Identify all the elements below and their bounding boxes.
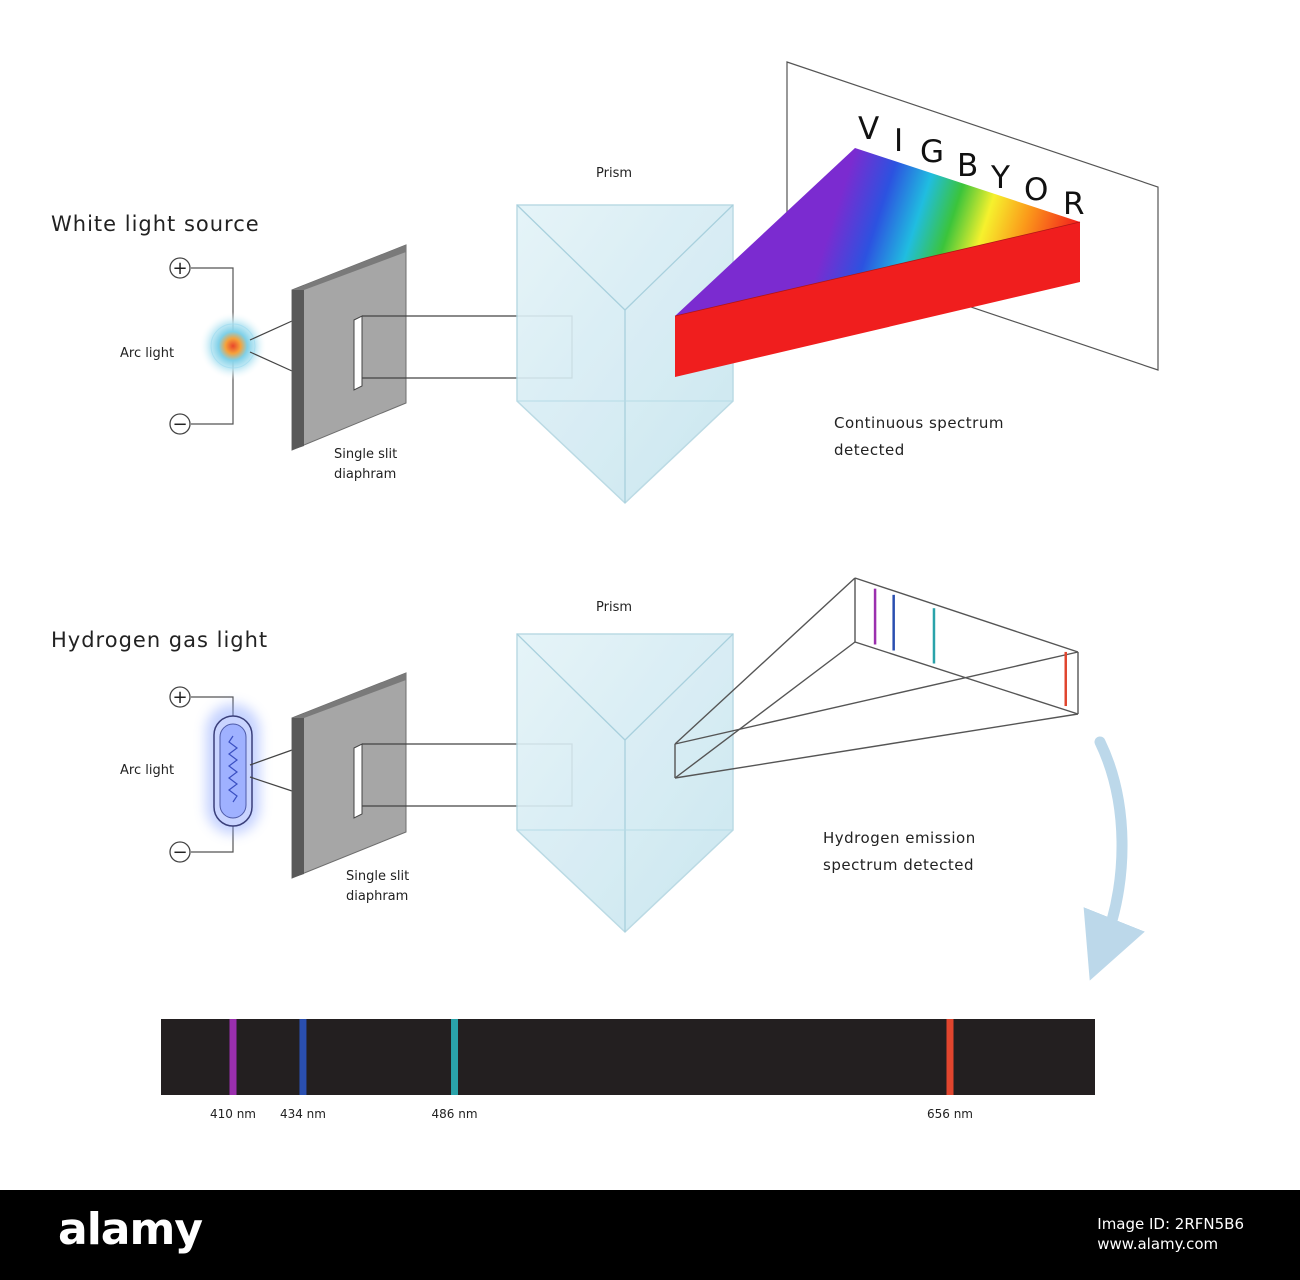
hydrogen-result-line2: spectrum detected [823,856,974,874]
positive-sign-h: + [172,687,187,708]
strip-line-410 [229,1019,237,1095]
negative-sign: − [172,414,187,435]
emission-spectrum-strip: 410 nm 434 nm 486 nm 656 nm [161,1019,1095,1121]
slit-label-line2-h: diaphram [346,889,408,904]
letter-y: Y [990,160,1012,196]
image-reference: Image ID: 2RFN5B6 www.alamy.com [1097,1214,1244,1254]
negative-sign-h: − [172,842,187,863]
strip-line-434 [299,1019,307,1095]
site-url: www.alamy.com [1097,1235,1219,1253]
emission-spectrum-beam [674,577,1079,779]
slit-label-line2: diaphram [334,467,396,482]
prism [516,204,734,505]
positive-sign: + [172,258,187,279]
hydrogen-result-line1: Hydrogen emission [823,829,976,847]
strip-label-410: 410 nm [210,1107,256,1121]
strip-line-656 [946,1019,954,1095]
prism-h [516,633,734,934]
wedge-emission-lines [873,588,1067,707]
positive-terminal-icon [169,257,191,279]
hydrogen-light-panel: Hydrogen gas light + − Arc light Single … [51,577,1145,981]
negative-terminal-icon [169,413,191,435]
arc-light-icon [199,312,267,380]
continuous-spectrum-beam [674,148,1081,377]
letter-o: O [1024,172,1050,208]
single-slit-diaphram-h [291,672,407,879]
positive-terminal-icon-h [169,686,191,708]
alamy-logo: alamy [58,1204,203,1255]
curved-arrow-icon [1083,736,1145,981]
letter-b: B [957,148,980,184]
spectrum-letters: V I G B Y O R [858,111,1087,222]
spectrum-strip-background [161,1019,1095,1095]
letter-r: R [1063,186,1087,222]
slit-label-line1: Single slit [334,447,397,462]
slit-label-line1-h: Single slit [346,869,409,884]
footer-bar: alamy Image ID: 2RFN5B6 www.alamy.com [0,1190,1300,1280]
image-id: Image ID: 2RFN5B6 [1097,1215,1244,1233]
strip-label-656: 656 nm [927,1107,973,1121]
white-light-title: White light source [51,212,260,236]
single-slit-diaphram [291,244,407,451]
arc-light-label: Arc light [120,346,174,361]
prism-label-h: Prism [596,600,632,615]
letter-i: I [894,123,905,159]
prism-label: Prism [596,166,632,181]
hydrogen-tube-icon [206,704,260,834]
strip-label-486: 486 nm [432,1107,478,1121]
spectroscopy-diagram: White light source + − Arc light Single … [51,61,1159,1121]
continuous-result-line2: detected [834,441,905,459]
letter-g: G [920,134,946,170]
strip-label-434: 434 nm [280,1107,326,1121]
negative-terminal-icon-h [169,841,191,863]
white-light-panel: White light source + − Arc light Single … [51,61,1159,505]
hydrogen-title: Hydrogen gas light [51,628,268,652]
letter-v: V [858,111,881,147]
continuous-result-line1: Continuous spectrum [834,414,1004,432]
arc-light-label-h: Arc light [120,763,174,778]
strip-line-486 [451,1019,459,1095]
